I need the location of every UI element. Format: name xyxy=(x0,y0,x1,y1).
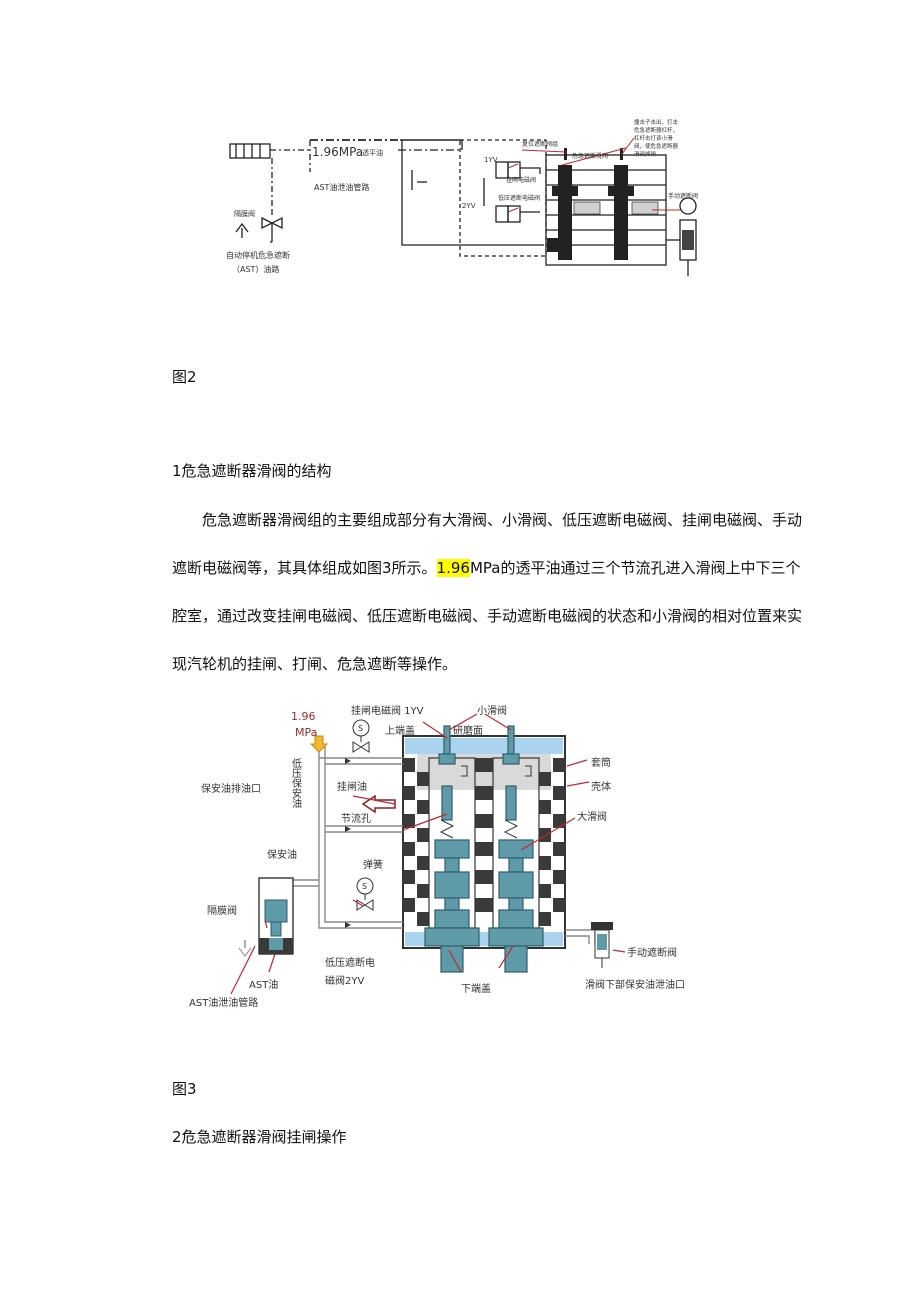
fig2-2yv-label: 2YV xyxy=(462,202,476,210)
fig3-spring-label: 弹簧 xyxy=(363,858,383,871)
section1-paragraph: 危急遮断器滑阀组的主要组成部分有大滑阀、小滑阀、低压遮断电磁阀、挂闸电磁阀、手动… xyxy=(172,496,802,688)
section2-heading: 2危急遮断器滑阀挂闸操作 xyxy=(172,1128,347,1146)
fig3-small-slide-label: 小滑阀 xyxy=(477,704,507,717)
fig3-trip-oil-label: 挂闸油 xyxy=(337,780,367,793)
fig3-s-symbol-1: S xyxy=(358,724,363,733)
fig3-pressure-arrow xyxy=(309,735,329,753)
figure2-caption: 图2 xyxy=(172,368,197,386)
fig3-solenoid-1yv xyxy=(352,719,370,753)
fig2-diaphragm-symbol xyxy=(261,216,283,230)
para-highlight: 1.96 xyxy=(436,559,470,577)
fig3-diaphragm-valve xyxy=(238,877,294,957)
fig2-note-5: 滑阀掉闸 xyxy=(634,150,656,158)
fig2-diaphragm-label: 隔膜阀 xyxy=(234,209,255,218)
fig3-lp-safety-oil-label: 低压保安油 xyxy=(290,757,302,808)
figure3-caption: 图3 xyxy=(172,1080,197,1098)
fig2-reset-group-label: 复位遮断阀组 xyxy=(522,140,558,148)
fig3-safety-drain-label: 保安油排油口 xyxy=(201,782,261,795)
fig3-big-slide-label: 大滑阀 xyxy=(577,810,607,823)
fig3-pressure-1: 1.96 xyxy=(291,710,316,723)
fig3-s-symbol-2: S xyxy=(362,882,367,891)
fig3-safety-oil-label: 保安油 xyxy=(267,848,297,861)
figure3-diagram: 1.96 MPa 挂闸电磁阀 1YV 小滑阀 上端盖 研磨面 低压保安油 挂闸油… xyxy=(189,704,685,1009)
fig3-ast-drain-label: AST油泄油管路 xyxy=(189,996,258,1009)
fig2-manifold xyxy=(229,143,271,159)
fig2-ast-drain-label: AST油泄油管路 xyxy=(314,182,369,192)
para-text-after: MPa的透平油通过三个节流孔进入滑阀上中下三个腔室，通过改变挂闸电磁阀、低压遮断… xyxy=(172,559,803,673)
fig2-pressure-label: 1.96MPa xyxy=(312,145,363,159)
fig2-1yv-label: 1YV xyxy=(484,156,498,164)
fig3-sleeve-label: 套筒 xyxy=(591,756,611,769)
fig3-bottom-cover-label: 下端盖 xyxy=(461,982,491,995)
fig3-manual-valve-label: 手动遮断阀 xyxy=(627,946,677,959)
fig2-manual-valve-label: 手动遮断阀 xyxy=(668,192,698,200)
fig3-top-cover-label: 上端盖 xyxy=(385,724,415,737)
fig3-pressure-2: MPa xyxy=(295,726,317,739)
fig3-manual-valve xyxy=(591,922,613,968)
fig3-orifice-label: 节流孔 xyxy=(341,812,371,825)
fig2-ast-line-label-2: （AST）油路 xyxy=(232,264,279,274)
fig2-note-3: 杠杆击打读小滑 xyxy=(634,134,673,142)
figure2-diagram: 1.96MPa 透平油 AST油泄油管路 隔膜阀 自动停机危急遮断 （AST）油… xyxy=(226,118,698,276)
fig3-ast-oil-label: AST油 xyxy=(249,978,278,991)
fig3-bottom-drain-label: 滑阀下部保安油泄油口 xyxy=(585,978,685,991)
fig2-danger-slide-label: 危急遮断滑阀 xyxy=(572,152,608,160)
fig3-grind-face-label: 研磨面 xyxy=(453,725,483,737)
fig3-diaphragm-label: 隔膜阀 xyxy=(207,904,237,917)
fig2-pressure-suffix: 透平油 xyxy=(362,148,383,157)
fig2-note-1: 撞击子击出，打击 xyxy=(634,118,679,126)
fig3-trip-solenoid-label: 挂闸电磁阀 1YV xyxy=(351,704,424,717)
fig2-ast-line-label-1: 自动停机危急遮断 xyxy=(226,250,290,260)
fig3-solenoid-2yv xyxy=(356,877,374,911)
fig2-lp-solenoid-label: 低压遮断电磁阀 xyxy=(498,194,540,202)
fig3-shell-label: 壳体 xyxy=(591,780,611,793)
fig2-note-4: 阀，使危急遮断器 xyxy=(634,142,679,150)
fig3-lp-solenoid-label-2: 磁阀2YV xyxy=(325,974,364,987)
para-text-before: 危急遮断器滑阀组的主要组成部分有大滑阀、小滑阀、低压遮断电磁阀、挂闸电磁阀、手动… xyxy=(172,511,803,577)
fig3-lp-solenoid-label-1: 低压遮断电 xyxy=(325,956,375,969)
fig2-note-2: 危急遮断器杠杆， xyxy=(634,126,678,134)
section1-heading: 1危急遮断器滑阀的结构 xyxy=(172,462,332,480)
fig2-trip-solenoid-label: 挂闸电磁阀 xyxy=(506,176,536,184)
